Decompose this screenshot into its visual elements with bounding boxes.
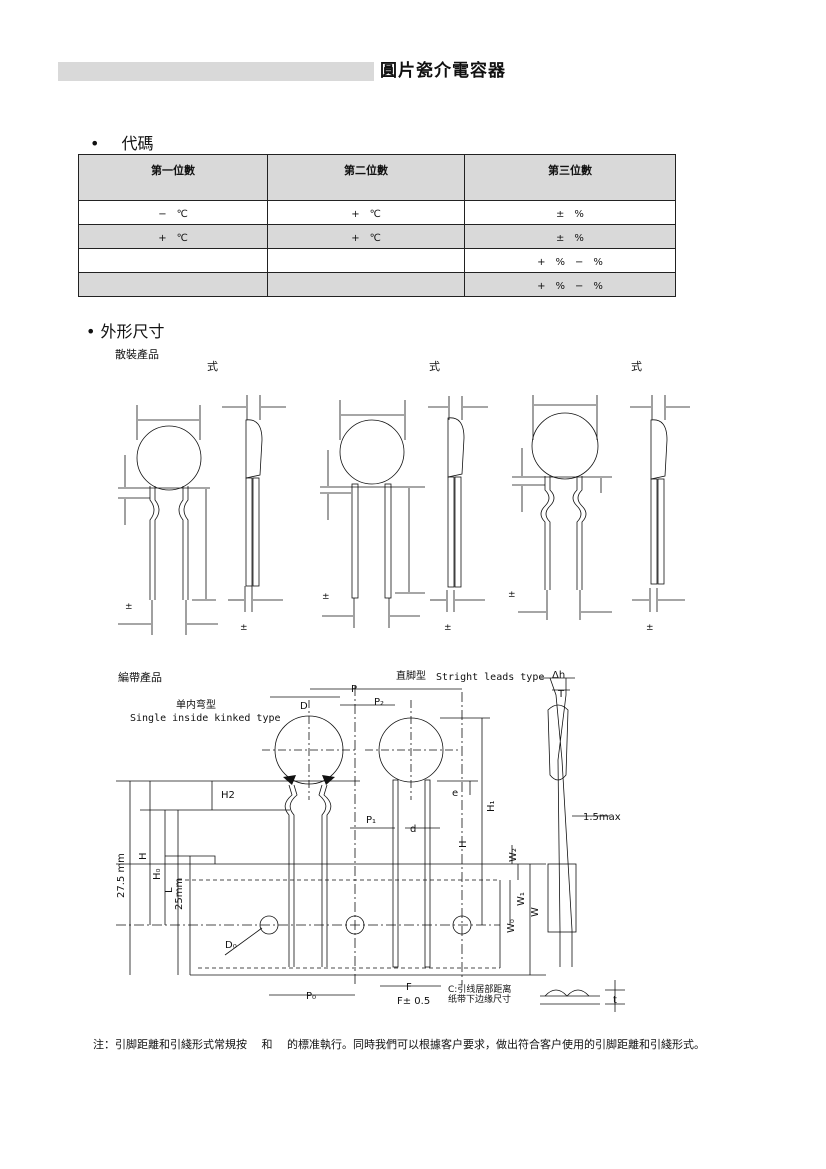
- dim-25: 25mm: [174, 878, 185, 910]
- dim-w1: W₁: [516, 892, 527, 906]
- table-cell: [267, 272, 465, 297]
- section-codes-heading: • 代碼: [90, 130, 153, 154]
- table-cell: + % − %: [464, 248, 676, 273]
- table-cell: ± %: [464, 224, 676, 249]
- bulk-products-label: 散裝產品: [115, 348, 159, 361]
- c-note-line1: C:引线居部距离: [448, 983, 511, 995]
- dim-d0: D₀: [225, 940, 237, 951]
- table-header-row: 第一位數 第二位數 第三位數: [78, 154, 676, 201]
- footnote: 注：引脚距離和引綫形式常規按 和 的標准執行。同時我們可以根據客户要求，做出符合…: [93, 1038, 705, 1051]
- style-label: 式: [207, 360, 218, 373]
- table-cell: ± %: [464, 200, 676, 225]
- table-header-cell: 第二位數: [267, 154, 465, 201]
- straight-type-cn: 直脚型: [396, 669, 426, 682]
- taped-products-label: 編帶產品: [118, 670, 162, 684]
- capacitor-front-3: [512, 395, 612, 620]
- tolerance-label: ±: [240, 623, 248, 633]
- section-dimensions-title: • 外形尺寸: [86, 322, 165, 341]
- dim-max: 1.5max: [583, 812, 621, 823]
- dim-t: T: [557, 689, 565, 700]
- taped-diagram: [116, 677, 625, 1012]
- dim-l: L: [164, 887, 175, 893]
- page-title: 圓片瓷介電容器: [380, 61, 506, 81]
- capacitor-side-2: [428, 396, 488, 612]
- tolerance-label: ±: [646, 623, 654, 633]
- table-row: + ℃ + ℃ ± %: [78, 224, 676, 249]
- dim-h1: H₁: [486, 800, 497, 812]
- bullet-icon: •: [90, 134, 100, 153]
- kinked-type-en: Single inside kinked type: [130, 713, 281, 724]
- c-note-line2: 纸带下边缘尺寸: [448, 993, 511, 1005]
- table-cell: [78, 272, 268, 297]
- dim-h0: H₀: [152, 868, 163, 880]
- style-label: 式: [631, 360, 642, 373]
- dim-f-tol: F± 0.5: [397, 996, 430, 1007]
- table-header-cell: 第一位數: [78, 154, 268, 201]
- dim-27-5: 27.5 mm: [116, 853, 127, 898]
- table-cell: − ℃: [78, 200, 268, 225]
- tolerance-label: ±: [444, 623, 452, 633]
- table-cell: + % − %: [464, 272, 676, 297]
- code-table: 第一位數 第二位數 第三位數 − ℃ + ℃ ± % + ℃ + ℃ ± % +…: [78, 154, 676, 297]
- section-codes-title: 代碼: [121, 134, 154, 153]
- straight-type-en: Stright leads type: [436, 672, 544, 683]
- table-cell: + ℃: [78, 224, 268, 249]
- capacitor-front-2: [320, 400, 425, 628]
- dim-w2: W₂: [508, 848, 519, 862]
- tolerance-label: ±: [125, 602, 133, 612]
- tolerance-label: ±: [322, 592, 330, 602]
- dim-h-left: H: [138, 852, 149, 860]
- table-row: + % − %: [78, 272, 676, 297]
- style-label: 式: [429, 360, 440, 373]
- lead-shoulders: [283, 775, 335, 785]
- dim-p1: P₁: [366, 815, 376, 826]
- dim-p: P: [351, 684, 357, 695]
- table-header-cell: 第三位數: [464, 154, 676, 201]
- capacitor-side-3: [630, 395, 690, 612]
- dim-p2: P₂: [374, 697, 384, 708]
- dim-small-d: d: [410, 824, 416, 835]
- capacitor-side-1: [222, 395, 286, 612]
- tolerance-label: ±: [508, 590, 516, 600]
- dim-e: e: [452, 788, 458, 799]
- dim-f: F: [406, 982, 412, 993]
- dim-w: W: [530, 907, 541, 917]
- dim-h: H: [458, 840, 469, 848]
- dim-small-t: t: [613, 995, 617, 1006]
- dim-delta-h: Δh: [552, 670, 565, 681]
- dim-w0: W₀: [506, 919, 517, 933]
- dim-h2: H2: [221, 790, 235, 801]
- table-cell: + ℃: [267, 224, 465, 249]
- capacitor-front-1: [118, 405, 218, 635]
- kinked-type-cn: 单内弯型: [176, 698, 216, 711]
- header-bar: [58, 62, 374, 81]
- dim-d: D: [300, 701, 308, 712]
- dim-p0: P₀: [306, 991, 316, 1002]
